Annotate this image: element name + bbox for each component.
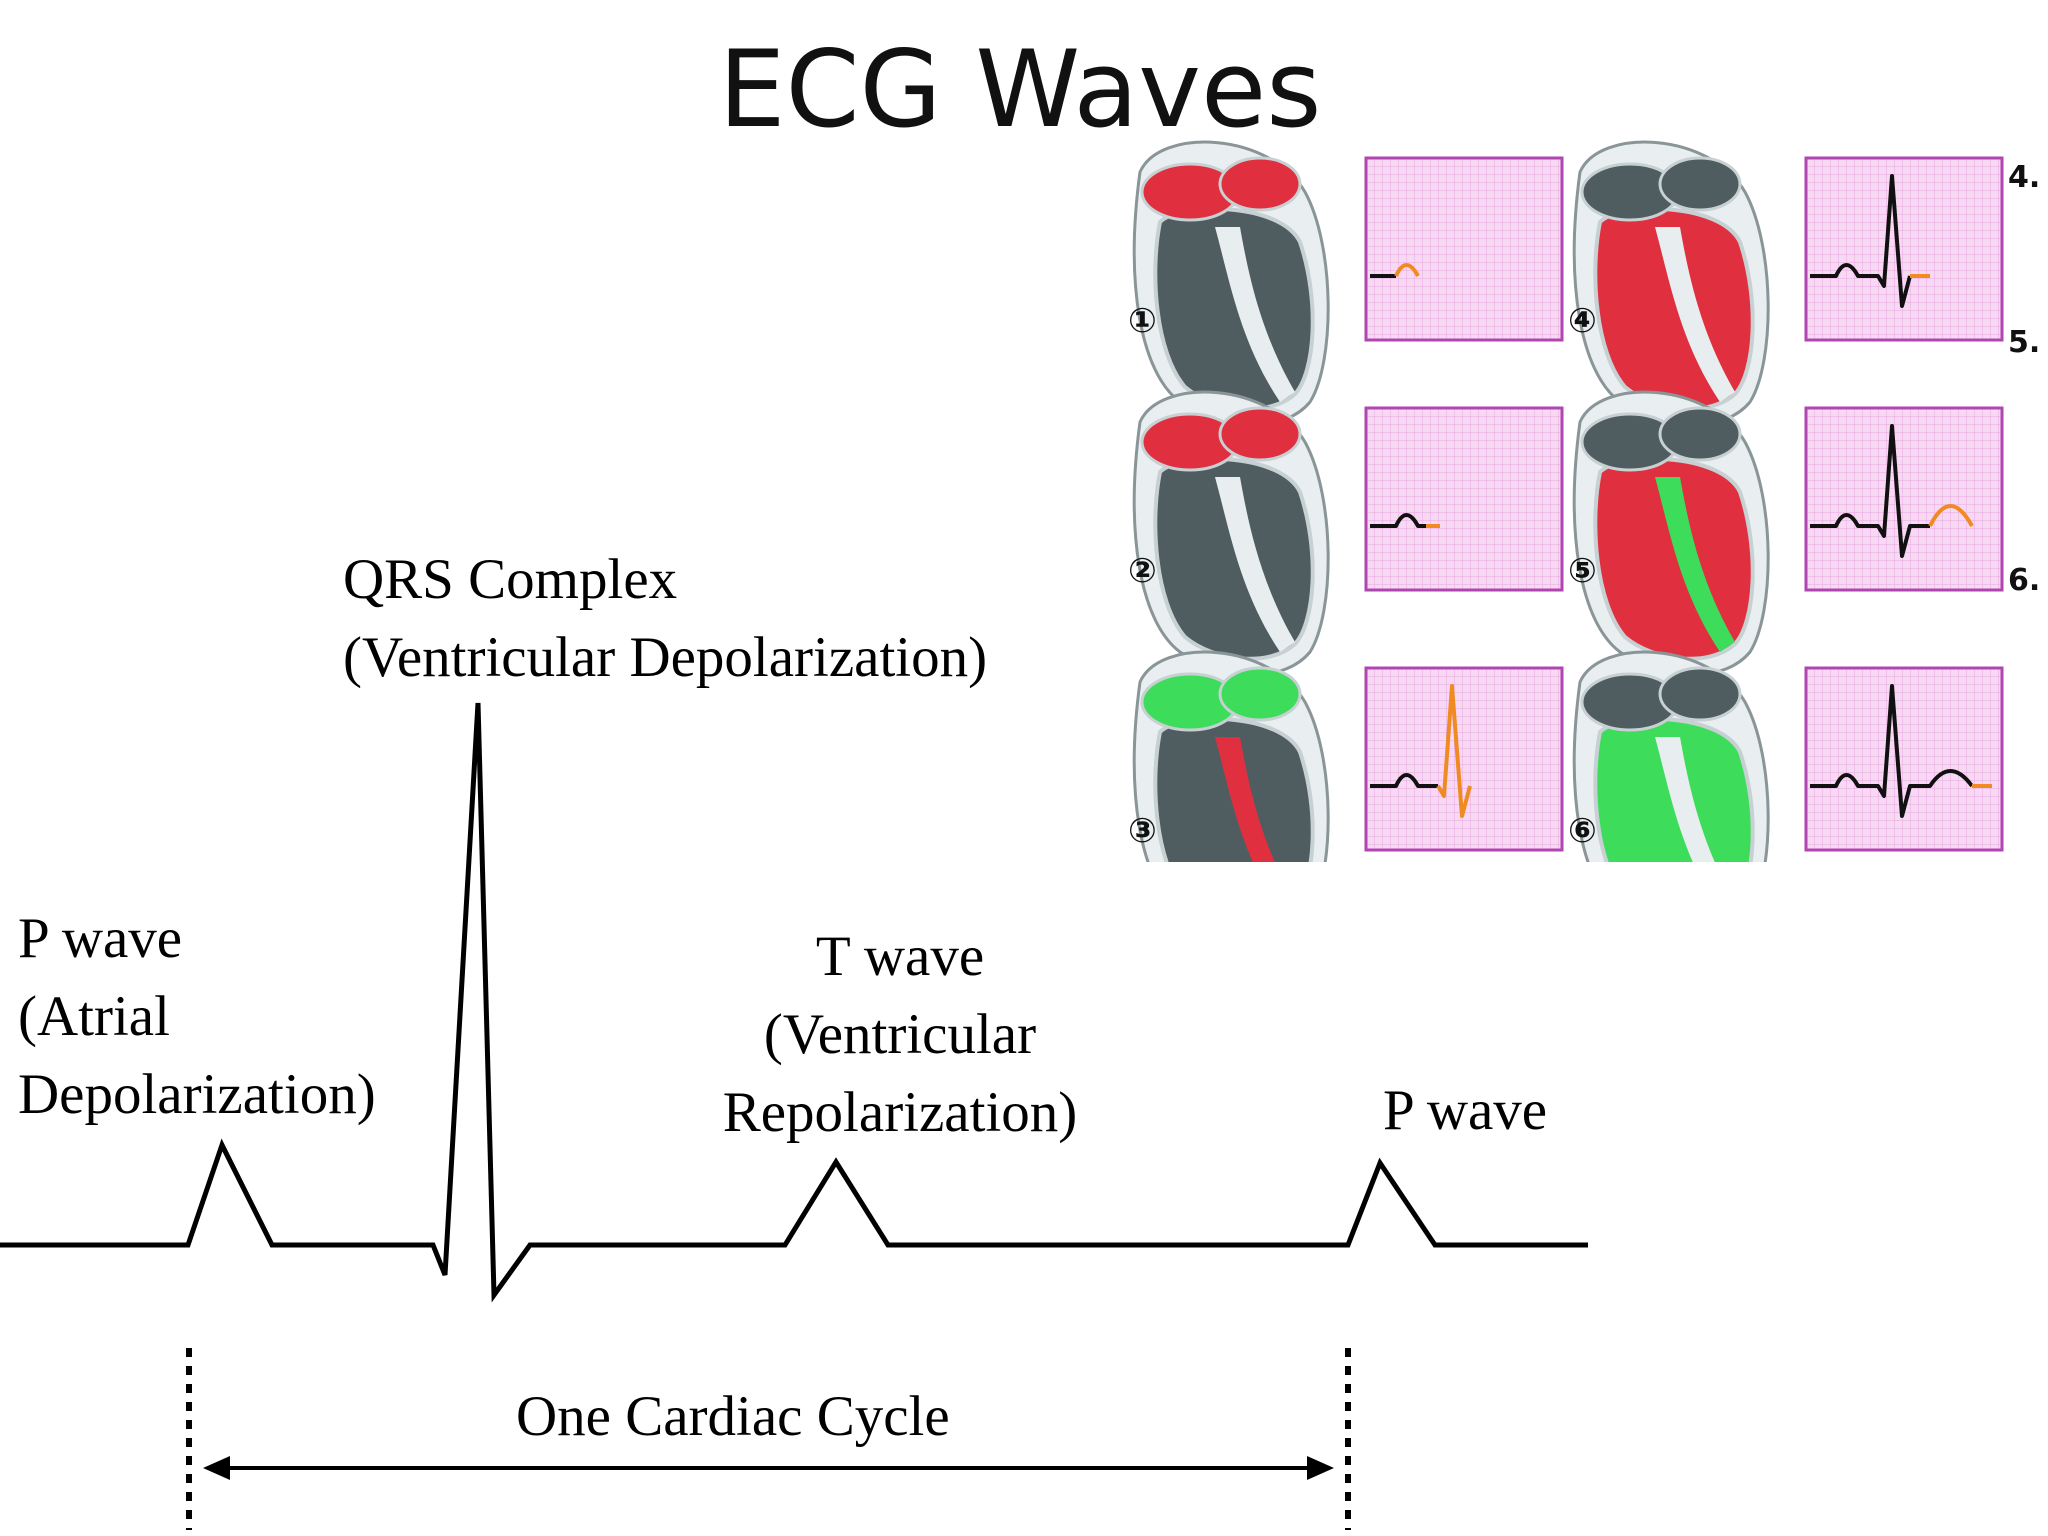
- ecg-grid-panel-5: [1804, 406, 2004, 592]
- side-number-4: 4.: [2008, 160, 2041, 195]
- septum: [1215, 227, 1295, 402]
- heart-panel-1: ①: [1128, 140, 1330, 426]
- septum: [1655, 477, 1735, 652]
- ecg-mini-trace-past: [1370, 773, 1438, 788]
- p-wave-label: P wave (Atrial Depolarization): [18, 900, 376, 1134]
- ecg-grid: [1804, 406, 2004, 592]
- heart-stages-figure: ① ② ③ ④ ⑤ ⑥: [1128, 140, 2004, 862]
- side-number-6: 6.: [2008, 563, 2041, 598]
- p-wave-label-line-2: (Atrial: [18, 985, 170, 1048]
- right-atrium: [1218, 406, 1302, 462]
- second-p-wave-label: P wave: [1383, 1079, 1548, 1142]
- septum: [1655, 227, 1735, 402]
- p-wave-label-line-3: Depolarization): [18, 1063, 376, 1126]
- side-number-5: 5.: [2008, 325, 2041, 360]
- ecg-trace: [0, 702, 1588, 1303]
- t-wave-label-line-2: (Ventricular: [763, 1003, 1037, 1066]
- heart-panel-5: ⑤: [1568, 390, 1770, 676]
- cycle-arrow-right-head: [1307, 1456, 1334, 1480]
- ecg-grid: [1364, 156, 1564, 342]
- septum: [1655, 737, 1715, 862]
- ecg-mini-trace-past: [1810, 174, 1912, 308]
- stage-number: ①: [1128, 301, 1157, 341]
- ecg-grid: [1364, 406, 1564, 592]
- t-wave-label: T wave (Ventricular Repolarization): [680, 918, 1120, 1152]
- ecg-grid-panel-4: [1804, 156, 2004, 342]
- ecg-grid-panel-2: [1364, 406, 1564, 592]
- page-title: ECG Waves: [718, 28, 1322, 151]
- stage-number: ⑤: [1568, 551, 1597, 591]
- stage-number: ②: [1128, 551, 1157, 591]
- stage-number: ③: [1128, 811, 1157, 851]
- heart-panel-6: ⑥: [1568, 650, 1770, 862]
- ecg-mini-trace-past: [1810, 684, 1974, 818]
- ecg-grid: [1804, 156, 2004, 342]
- ecg-grid-panel-1: [1364, 156, 1564, 342]
- ecg-grid-panel-6: [1804, 666, 2004, 852]
- ecg-mini-trace-past: [1810, 424, 1930, 558]
- ecg-mini-trace-current: [1436, 684, 1472, 818]
- cardiac-cycle-label: One Cardiac Cycle: [516, 1385, 950, 1448]
- septum: [1215, 477, 1295, 652]
- right-atrium: [1658, 156, 1742, 212]
- ecg-mini-trace-current: [1928, 504, 1974, 527]
- right-atrium: [1218, 666, 1302, 722]
- heart-panel-4: ④: [1568, 140, 1770, 426]
- stage-number: ⑥: [1568, 811, 1597, 851]
- heart-panel-3: ③: [1128, 650, 1330, 862]
- qrs-label-line-1: QRS Complex: [343, 548, 678, 611]
- cycle-arrow-left-head: [203, 1456, 230, 1480]
- ecg-mini-trace-past: [1370, 513, 1426, 528]
- t-wave-label-line-3: Repolarization): [722, 1081, 1078, 1144]
- right-atrium: [1218, 156, 1302, 212]
- qrs-label-line-2: (Ventricular Depolarization): [343, 626, 988, 689]
- qrs-label: QRS Complex (Ventricular Depolarization): [343, 541, 987, 697]
- heart-panel-2: ②: [1128, 390, 1330, 676]
- t-wave-label-line-1: T wave: [815, 925, 985, 988]
- stage-number: ④: [1568, 301, 1597, 341]
- ecg-grid-panel-3: [1364, 666, 1564, 852]
- septum: [1215, 737, 1275, 862]
- ecg-mini-trace-current: [1394, 263, 1420, 278]
- ecg-grid: [1364, 666, 1564, 852]
- right-atrium: [1658, 406, 1742, 462]
- p-wave-label-line-1: P wave: [18, 907, 183, 970]
- right-atrium: [1658, 666, 1742, 722]
- ecg-grid: [1804, 666, 2004, 852]
